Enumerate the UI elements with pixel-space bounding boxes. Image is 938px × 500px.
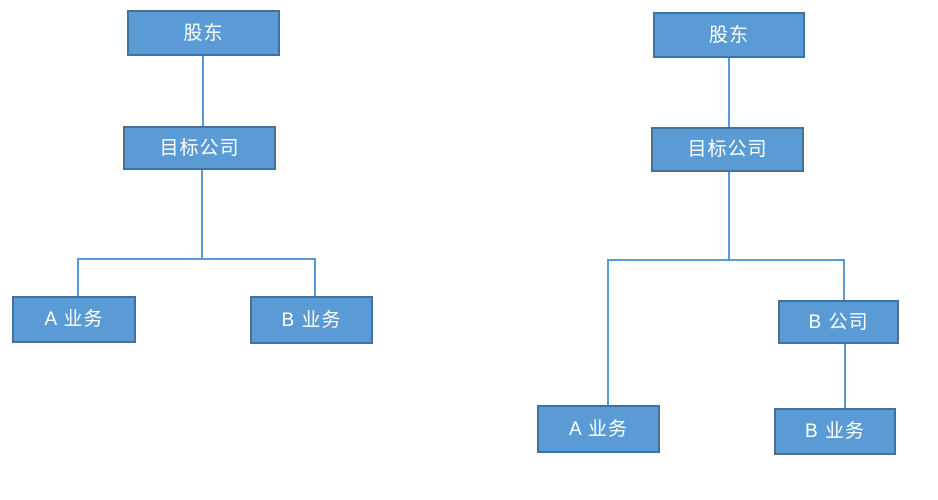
left-business-b-node: B 业务 [250,296,373,344]
right-shareholder-node: 股东 [653,12,805,58]
right-business-b-node: B 业务 [774,408,896,455]
left-target-company-node: 目标公司 [123,126,276,170]
right-connector-drop-a [607,259,609,406]
left-shareholder-node: 股东 [127,10,280,56]
left-connector-drop-a [77,258,79,297]
right-connector-drop-company-b [843,259,845,301]
right-company-b-node: B 公司 [778,300,899,344]
left-connector-shareholder-target [202,56,204,126]
right-connector-target-stem [728,172,730,260]
left-connector-target-stem [201,170,203,259]
right-target-company-node: 目标公司 [651,127,804,172]
right-connector-horizontal [607,259,845,261]
right-business-a-node: A 业务 [537,405,660,453]
right-connector-company-b-business-b [844,344,846,408]
right-connector-shareholder-target [728,58,730,127]
left-connector-horizontal [77,258,316,260]
left-business-a-node: A 业务 [12,296,136,343]
left-connector-drop-b [314,258,316,297]
